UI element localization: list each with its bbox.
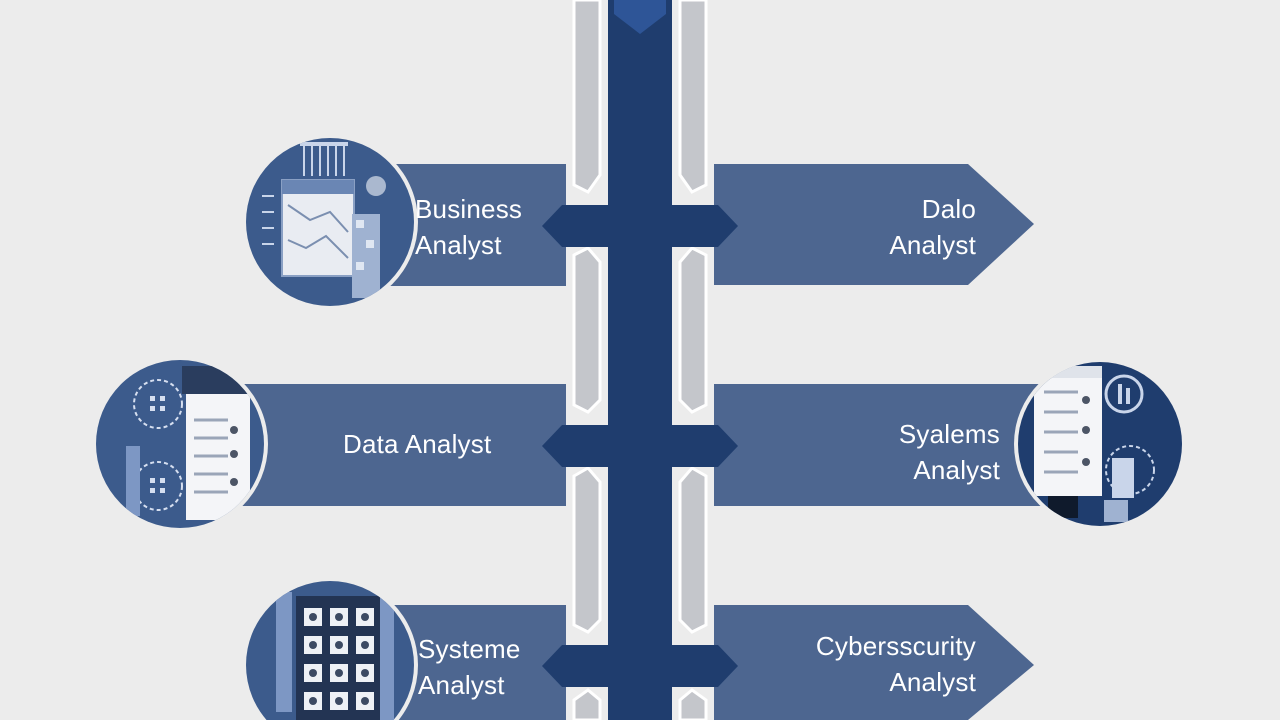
label-cybersscurity-analyst: Cybersscurity Analyst bbox=[815, 631, 976, 697]
rail-right-segment bbox=[678, 246, 708, 414]
trunk-connector bbox=[542, 425, 738, 467]
systems-grid-icon bbox=[242, 577, 418, 720]
label-syalems-analyst: Syalems Analyst bbox=[898, 419, 1000, 485]
banner-data-analyst bbox=[230, 384, 566, 506]
label-data-analyst: Data Analyst bbox=[343, 429, 492, 459]
trunk-connector bbox=[542, 205, 738, 247]
banner-syalems-analyst bbox=[714, 384, 1044, 506]
rail-left-segment bbox=[572, 688, 602, 720]
left-banners bbox=[230, 164, 566, 720]
trunk-connector bbox=[542, 645, 738, 687]
rails bbox=[572, 0, 708, 720]
rail-left-segment bbox=[572, 246, 602, 414]
systems-document-icon bbox=[1014, 358, 1186, 530]
rail-left-segment bbox=[572, 466, 602, 634]
rail-left-segment bbox=[572, 0, 602, 194]
banner-cybersscurity-analyst bbox=[714, 605, 1034, 720]
data-network-icon bbox=[92, 356, 268, 532]
business-dashboard-icon bbox=[242, 134, 418, 310]
right-banners bbox=[714, 164, 1044, 720]
central-trunk bbox=[542, 0, 738, 720]
trunk-top-cap bbox=[614, 0, 666, 34]
rail-right-segment bbox=[678, 466, 708, 634]
icon-circles bbox=[92, 134, 1186, 720]
rail-right-segment bbox=[678, 688, 708, 720]
label-business-analyst: Business Analyst bbox=[415, 194, 523, 260]
label-systeme-analyst: Systeme Analyst bbox=[418, 634, 521, 700]
banner-dalo-analyst bbox=[714, 164, 1034, 285]
label-dalo-analyst: Dalo Analyst bbox=[889, 194, 976, 260]
rail-right-segment bbox=[678, 0, 708, 194]
